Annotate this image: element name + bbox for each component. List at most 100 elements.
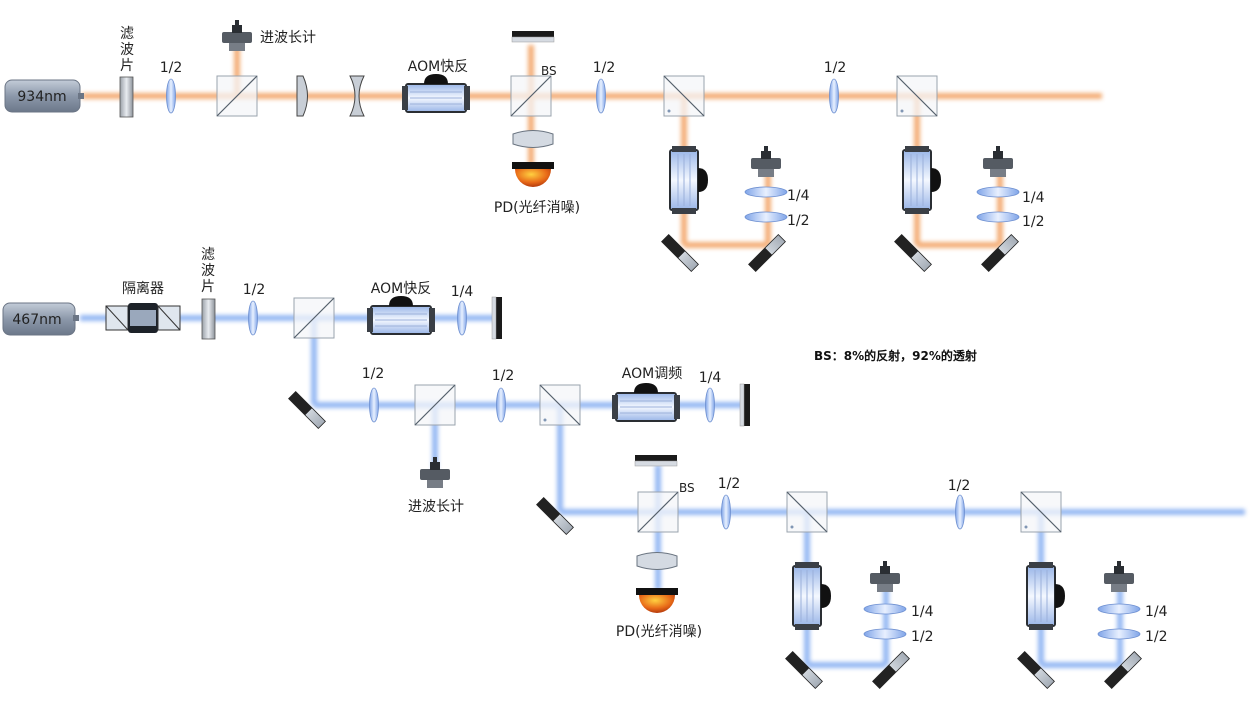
mirror-icon — [661, 234, 699, 272]
lens-icon — [636, 552, 678, 570]
aom-fast-label-o: AOM快反 — [408, 59, 468, 75]
isolator-label: 隔离器 — [122, 280, 164, 297]
waveplate-icon — [976, 211, 1020, 223]
fiber-coupler-icon — [1104, 561, 1134, 592]
beam-splitter-icon — [510, 75, 552, 117]
laser-467-icon: 467nm — [2, 302, 79, 336]
beam-splitter-icon — [539, 384, 581, 426]
half-label-b7: 1/2 — [1145, 629, 1168, 645]
beam-splitter-icon — [293, 297, 335, 339]
lens-icon — [512, 130, 554, 148]
mirror-icon — [894, 234, 932, 272]
mirror-icon — [1017, 651, 1055, 689]
waveplate-icon — [744, 211, 788, 223]
aom-icon — [366, 295, 436, 335]
aom-fast-label-b: AOM快反 — [371, 281, 431, 297]
photodiode-icon — [636, 588, 678, 613]
filter-plate-1-icon — [119, 76, 134, 118]
waveplate-icon — [863, 603, 907, 615]
mirror-icon — [634, 454, 678, 467]
fiber-coupler-icon — [751, 146, 781, 177]
pd-label-o: PD(光纤消噪) — [494, 200, 580, 216]
filter-label-1-line2: 波 — [120, 42, 134, 58]
waveplate-icon — [166, 78, 176, 114]
quarter-label-b4: 1/4 — [1145, 604, 1168, 620]
fiber-coupler-icon — [420, 457, 450, 488]
beam-splitter-icon — [786, 491, 828, 533]
filter-label-2-line1: 滤 — [201, 247, 215, 263]
beam-splitter-icon — [637, 491, 679, 533]
aom-icon — [669, 145, 709, 215]
mirror-icon — [288, 391, 326, 429]
half-label-b6: 1/2 — [948, 478, 971, 494]
waveplate-icon — [721, 494, 731, 530]
waveplate-icon — [744, 186, 788, 198]
fiber-coupler-icon — [222, 20, 252, 51]
half-label-b1: 1/2 — [243, 282, 266, 298]
filter-label-2-line2: 波 — [201, 263, 215, 279]
waveplate-icon — [248, 300, 258, 336]
photodiode-icon — [512, 162, 554, 187]
half-label-o3: 1/2 — [787, 213, 810, 229]
aom-icon — [1026, 561, 1066, 631]
aom-icon — [792, 561, 832, 631]
aom-icon — [902, 145, 942, 215]
waveplate-icon — [955, 494, 965, 530]
laser-934-label: 934nm — [17, 89, 66, 105]
bs-ratio-note: BS：8%的反射，92%的透射 — [814, 348, 977, 363]
half-label-o2: 1/2 — [593, 60, 616, 76]
half-label-b4: 1/2 — [718, 476, 741, 492]
filter-plate-2-icon — [201, 298, 216, 340]
bs-label-o: BS — [541, 64, 557, 78]
waveplate-icon — [705, 387, 715, 423]
waveplate-icon — [829, 78, 839, 114]
mirror-icon — [491, 296, 503, 340]
beam-splitter-icon — [1020, 491, 1062, 533]
waveplate-icon — [496, 387, 506, 423]
mirror-icon — [511, 30, 555, 43]
laser-934-icon: 934nm — [4, 79, 84, 113]
quarter-label-o1: 1/4 — [787, 188, 810, 204]
waveplate-icon — [1097, 603, 1141, 615]
waveplate-icon — [596, 78, 606, 114]
isolator-icon — [105, 303, 181, 333]
pd-label-b: PD(光纤消噪) — [616, 624, 702, 640]
fiber-coupler-icon — [870, 561, 900, 592]
waveplate-icon — [1097, 628, 1141, 640]
lens-icon — [296, 75, 308, 117]
filter-label-1-line3: 片 — [120, 58, 134, 74]
half-label-b2: 1/2 — [362, 366, 385, 382]
half-label-o5: 1/2 — [1022, 214, 1045, 230]
waveplate-icon — [369, 387, 379, 423]
filter-label-2-line3: 片 — [201, 279, 215, 295]
lens-icon — [349, 75, 365, 117]
laser-467-label: 467nm — [12, 312, 61, 328]
wavemeter-label-b: 进波长计 — [408, 499, 464, 515]
waveplate-icon — [863, 628, 907, 640]
aom-icon — [401, 73, 471, 113]
filter-label-1-line1: 滤 — [120, 26, 134, 42]
quarter-label-b1: 1/4 — [451, 284, 474, 300]
mirror-icon — [536, 497, 574, 535]
half-label-o4: 1/2 — [824, 60, 847, 76]
waveplate-icon — [457, 300, 467, 336]
beam-splitter-icon — [663, 75, 705, 117]
fiber-coupler-icon — [983, 146, 1013, 177]
aom-mod-label: AOM调频 — [622, 366, 682, 382]
beam-splitter-icon — [216, 75, 258, 117]
aom-icon — [611, 382, 681, 422]
wavemeter-label-o: 进波长计 — [260, 30, 316, 46]
mirror-icon — [739, 383, 751, 427]
quarter-label-o2: 1/4 — [1022, 190, 1045, 206]
half-label-b5: 1/2 — [911, 629, 934, 645]
mirror-icon — [872, 651, 910, 689]
beam-splitter-icon — [414, 384, 456, 426]
beam-splitter-icon — [896, 75, 938, 117]
half-label-b3: 1/2 — [492, 368, 515, 384]
quarter-label-b2: 1/4 — [699, 370, 722, 386]
quarter-label-b3: 1/4 — [911, 604, 934, 620]
half-label-o1: 1/2 — [160, 60, 183, 76]
bs-label-b: BS — [679, 481, 695, 495]
waveplate-icon — [976, 186, 1020, 198]
